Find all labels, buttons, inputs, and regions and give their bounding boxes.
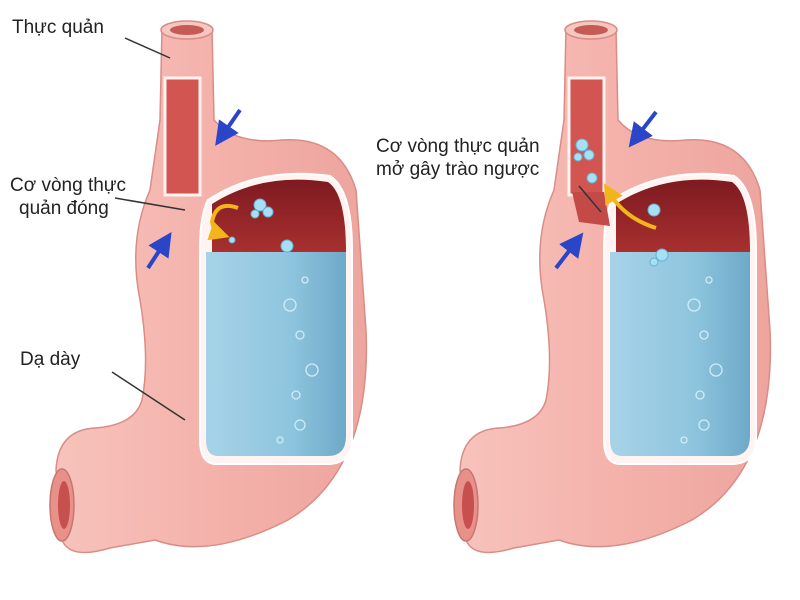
pressure-arrow-top-icon (215, 108, 242, 146)
label-stomach: Dạ dày (20, 349, 81, 370)
stomach-closed-sphincter (48, 19, 368, 554)
label-esophagus: Thực quản (12, 17, 104, 38)
reflux-flow-arrow (603, 183, 657, 230)
leader-sphincter-closed (114, 197, 186, 211)
acid-flow-arrow (207, 203, 239, 241)
leader-esophagus (124, 37, 171, 59)
leader-sphincter-open (578, 185, 602, 213)
pressure-arrow-bottom-icon (146, 231, 172, 270)
label-sphincter-closed-line2: quản đóng (19, 198, 109, 219)
label-sphincter-open: Cơ vòng thực quản mở gây trào ngược (376, 135, 540, 181)
label-sphincter-open-line1: Cơ vòng thực quản (376, 136, 540, 157)
stomach-open-sphincter (452, 19, 772, 554)
pressure-arrow-top-icon (628, 110, 658, 148)
leader-stomach (111, 371, 186, 421)
label-sphincter-open-line2: mở gây trào ngược (376, 159, 540, 180)
label-sphincter-closed: Cơ vòng thực quản đóng (10, 174, 126, 220)
label-sphincter-closed-line1: Cơ vòng thực (10, 175, 127, 196)
pressure-arrow-bottom-icon (554, 232, 584, 270)
